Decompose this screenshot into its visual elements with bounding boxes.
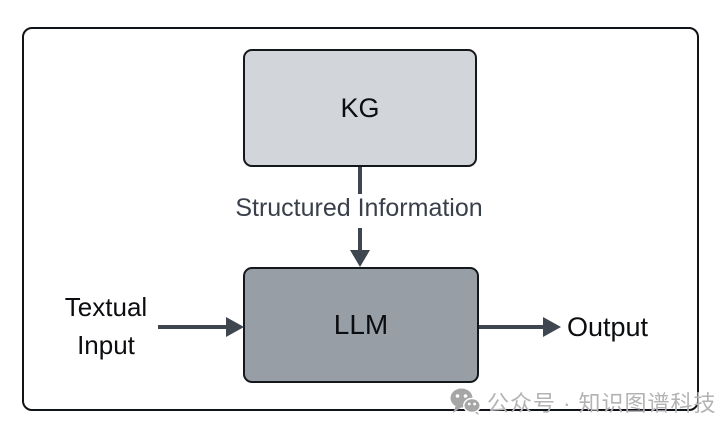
wechat-icon [450, 388, 481, 415]
node-llm-label: LLM [333, 309, 389, 340]
watermark-text: 公众号 · 知识图谱科技 [487, 391, 717, 416]
label-output: Output [567, 312, 649, 342]
watermark: 公众号 · 知识图谱科技 [449, 386, 717, 418]
label-textual-input: Textual Input [64, 292, 148, 360]
node-llm: LLM [243, 267, 479, 383]
node-kg-label: KG [340, 92, 380, 123]
edge-label-structured-information: Structured Information [235, 194, 483, 222]
node-kg: KG [243, 49, 477, 167]
